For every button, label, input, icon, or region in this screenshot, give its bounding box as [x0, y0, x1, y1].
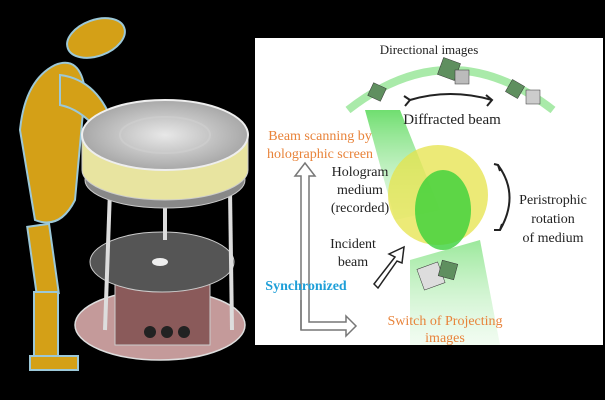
label-incident-line2: beam	[338, 255, 368, 270]
diffracted-beam-arrow	[409, 93, 493, 101]
cube-icons	[367, 57, 541, 291]
label-diffracted-beam: Diffracted beam	[403, 112, 501, 128]
label-hologram-line1: Hologram	[332, 165, 389, 180]
label-switch-line1: Switch of Projecting	[387, 314, 502, 329]
label-hologram-line3: (recorded)	[331, 201, 390, 216]
display-device	[74, 99, 249, 361]
label-beam-scanning-line1: Beam scanning by	[268, 129, 371, 144]
label-peristrophic-line1: Peristrophic	[519, 193, 587, 208]
label-directional-images: Directional images	[380, 42, 479, 57]
label-switch-line2: images	[425, 331, 465, 346]
person-figure	[18, 17, 126, 371]
label-beam-scanning-line2: holographic screen	[267, 147, 373, 162]
label-synchronized: Synchronized	[265, 279, 347, 294]
incident-beam-arrow	[373, 245, 405, 290]
label-peristrophic-line3: of medium	[522, 231, 583, 246]
rotation-arrow	[497, 164, 511, 231]
sync-arrows	[293, 161, 358, 338]
label-peristrophic-line2: rotation	[531, 212, 575, 227]
label-incident-line1: Incident	[330, 237, 376, 252]
arrows	[403, 93, 511, 231]
label-hologram-line2: medium	[337, 183, 383, 198]
